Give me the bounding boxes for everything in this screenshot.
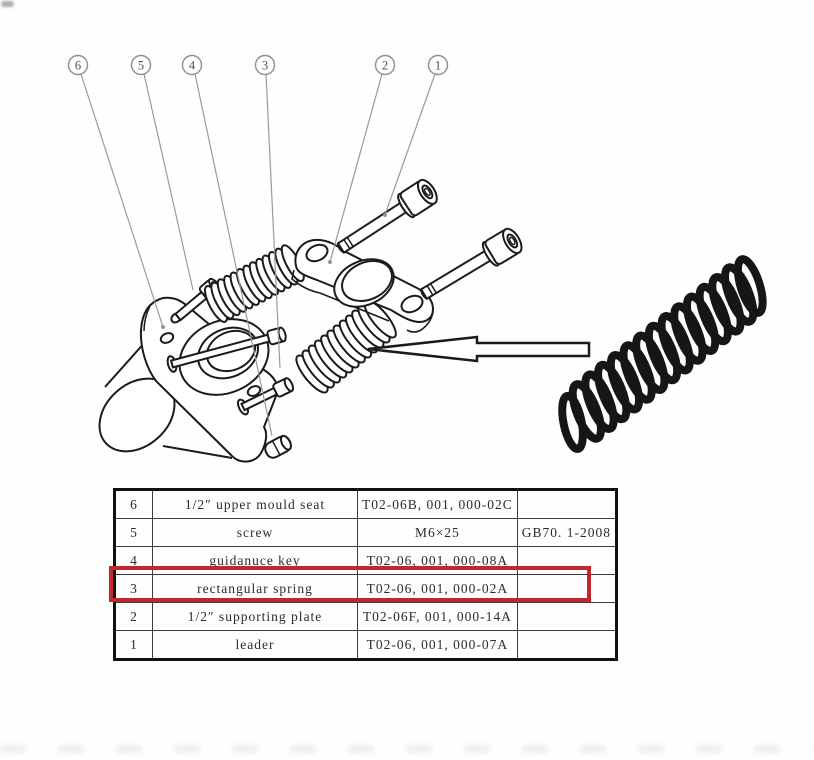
callout-6-label: 6 [75,59,81,73]
cell-item-no: 1 [114,630,153,660]
cell-part-code: M6×25 [357,518,518,547]
leader-line-2 [329,73,383,263]
cell-item-no: 5 [114,518,153,547]
leader-line-4 [194,73,273,437]
cell-part-code: T02-06, 001, 000-08A [357,546,518,575]
callout-3: 3 [254,54,276,76]
table-row: 4 guidanuce key T02-06, 001, 000-08A [114,546,618,575]
scan-bottom-artifact [0,745,814,753]
callout-6: 6 [67,54,89,76]
table-row: 6 1/2″ upper mould seat T02-06B, 001, 00… [114,489,618,519]
highlight-box-rectangular-spring [109,566,591,602]
callout-balloons: 6 5 4 3 2 1 [67,54,449,76]
cell-standard [516,630,618,660]
callout-2: 2 [374,54,396,76]
cell-standard [516,602,618,631]
leader-line-5 [143,73,194,291]
leader-line-3 [265,73,281,369]
socket-screw-1-drawing [336,178,438,254]
pointer-arrow [367,335,591,363]
callout-4-label: 4 [189,59,196,73]
leader-line-1 [384,73,436,216]
table-row: 1 leader T02-06, 001, 000-07A [114,630,618,660]
cell-item-no: 4 [114,546,153,575]
cell-item-no: 2 [114,602,153,631]
coil-spring-upper-drawing [203,244,305,323]
cell-part-name: 1/2″ supporting plate [152,602,358,631]
spring-photo [558,255,767,453]
socket-screw-2-drawing [419,227,523,301]
table-row: 5 screw M6×25 GB70. 1-2008 [114,518,618,547]
callout-leader-lines [80,73,436,437]
cell-part-code: T02-06F, 001, 000-14A [357,602,518,631]
callout-3-label: 3 [262,59,268,73]
callout-5: 5 [130,54,152,76]
callout-4: 4 [181,54,203,76]
cell-part-name: leader [152,630,358,660]
scan-corner-artifact [1,1,14,7]
callout-5-label: 5 [138,59,144,73]
cell-part-name: guidanuce key [152,546,358,575]
callout-1-label: 1 [435,59,441,73]
leader-line-6 [80,73,164,328]
leader-pin-drawing [166,277,295,416]
cell-standard [516,489,618,519]
rectangular-spring-drawing [295,299,397,394]
cell-part-name: 1/2″ upper mould seat [152,489,358,519]
callout-2-label: 2 [382,59,388,73]
cell-standard: GB70. 1-2008 [516,518,618,547]
upper-mould-seat-drawing [98,296,279,463]
table-row: 2 1/2″ supporting plate T02-06F, 001, 00… [114,602,618,631]
cell-part-name: screw [152,518,358,547]
cell-part-code: T02-06B, 001, 000-02C [357,489,518,519]
cell-item-no: 6 [114,489,153,519]
callout-1: 1 [427,54,449,76]
guidance-key-drawing [264,434,292,459]
cell-part-code: T02-06, 001, 000-07A [357,630,518,660]
